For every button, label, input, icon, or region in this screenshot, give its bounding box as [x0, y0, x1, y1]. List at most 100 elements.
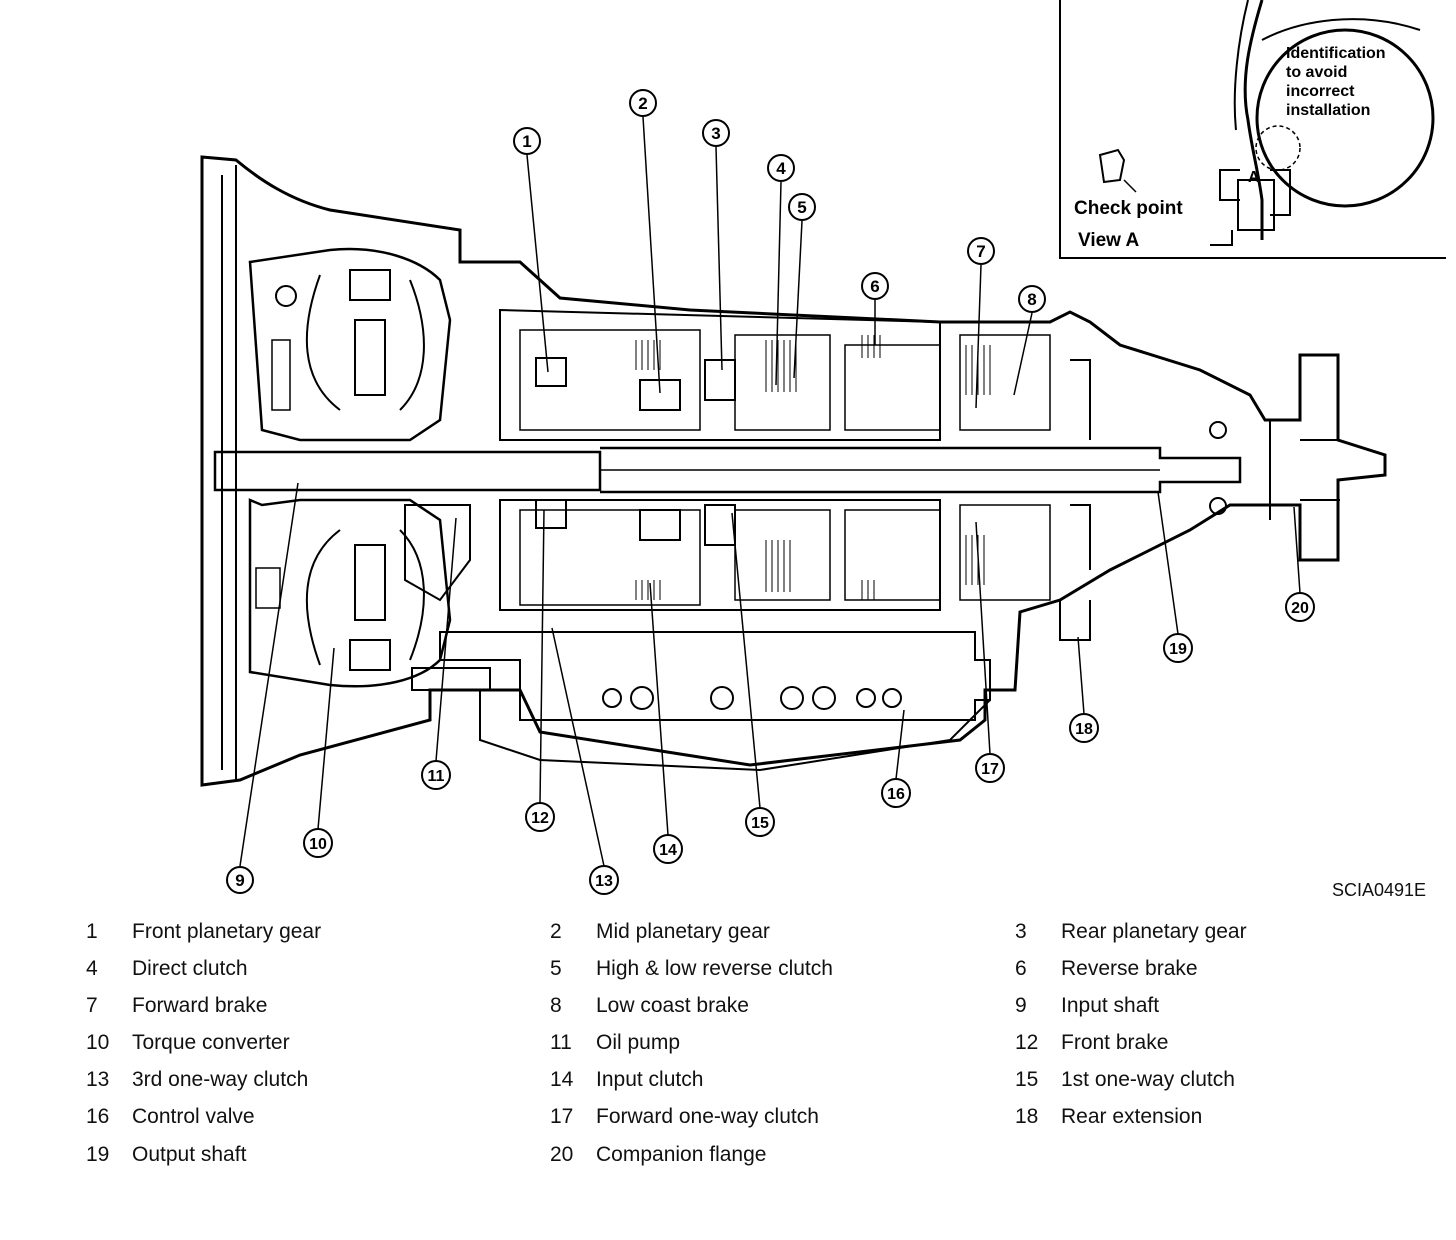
legend-number: 13	[86, 1068, 110, 1091]
legend-number: 8	[550, 994, 562, 1017]
legend-number: 19	[86, 1143, 110, 1166]
callout-17: 17	[975, 753, 1005, 783]
view-a-label: View A	[1078, 230, 1140, 251]
valve-bores	[602, 686, 902, 710]
legend-label: Forward brake	[132, 994, 268, 1017]
legend-label: Output shaft	[132, 1143, 247, 1166]
callout-4-number: 4	[776, 159, 786, 178]
legend-number: 12	[1015, 1031, 1039, 1054]
callout-9: 9	[226, 866, 254, 894]
clutch-plates	[635, 335, 991, 600]
legend-label: Input shaft	[1061, 994, 1160, 1017]
legend-label: Forward one-way clutch	[596, 1105, 819, 1128]
legend-label: Control valve	[132, 1105, 255, 1128]
figure-code: SCIA0491E	[1332, 880, 1427, 900]
callout-6: 6	[861, 272, 889, 300]
inset-magnifier-circle	[1255, 28, 1435, 208]
callout-7-number: 7	[976, 242, 985, 261]
legend-number: 18	[1015, 1105, 1039, 1128]
control-valve-body	[439, 631, 991, 721]
callout-14-number: 14	[659, 842, 677, 859]
callout-2-number: 2	[638, 94, 647, 113]
legend-number: 15	[1015, 1068, 1039, 1091]
torque-converter-upper	[248, 247, 452, 442]
legend-number: 11	[550, 1031, 572, 1054]
legend-label: Reverse brake	[1061, 957, 1198, 980]
callout-19-number: 19	[1169, 641, 1187, 658]
oil-pump-body	[404, 504, 471, 602]
transmission-body	[200, 155, 1387, 787]
callout-5: 5	[788, 193, 816, 221]
companion-flange	[1269, 420, 1340, 520]
inset-view-a: A Identification to avoid incorrect inst…	[1059, 0, 1446, 259]
legend-label: Input clutch	[596, 1068, 704, 1091]
inset-note-line-2: to avoid	[1286, 64, 1347, 81]
legend-number: 20	[550, 1143, 574, 1166]
callout-12-number: 12	[531, 810, 549, 827]
check-point-label: Check point	[1074, 198, 1183, 219]
legend-label: Companion flange	[596, 1143, 767, 1166]
input-shaft	[213, 450, 602, 492]
inset-note: Identification to avoid incorrect instal…	[1286, 45, 1386, 119]
callout-10-number: 10	[309, 836, 327, 853]
callout-11-number: 11	[428, 768, 445, 785]
rear-extension	[1059, 359, 1091, 641]
inset-marker-a: A	[1248, 169, 1260, 186]
legend-label: Front planetary gear	[132, 920, 322, 943]
transmission-cutaway-diagram: A Identification to avoid incorrect inst…	[200, 0, 1446, 895]
callout-13: 13	[589, 865, 619, 895]
callout-19: 19	[1163, 633, 1193, 663]
callout-1-number: 1	[522, 132, 531, 151]
callout-17-number: 17	[981, 761, 999, 778]
callout-8: 8	[1018, 285, 1046, 313]
callout-3: 3	[702, 119, 730, 147]
legend-number: 3	[1015, 920, 1027, 943]
callout-18: 18	[1069, 713, 1099, 743]
callout-4: 4	[767, 154, 795, 182]
inset-housing-curve	[1243, 0, 1264, 240]
callout-15: 15	[745, 807, 775, 837]
callout-20: 20	[1285, 592, 1315, 622]
callout-20-number: 20	[1291, 600, 1309, 617]
legend-label: Torque converter	[132, 1031, 290, 1054]
legend-number: 1	[86, 920, 98, 943]
torque-converter-lower	[248, 498, 452, 688]
callout-3-number: 3	[711, 124, 720, 143]
callout-9-number: 9	[235, 871, 244, 890]
callout-10: 10	[303, 828, 333, 858]
callout-14: 14	[653, 834, 683, 864]
legend-label: Low coast brake	[596, 994, 749, 1017]
callouts: 1 2 3 4 5 6 7 8 9 10 11 12 13 14 15 16 1…	[226, 89, 1315, 895]
legend-number: 14	[550, 1068, 574, 1091]
bell-housing	[200, 155, 1387, 787]
legend-number: 7	[86, 994, 98, 1017]
legend-label: Front brake	[1061, 1031, 1169, 1054]
legend-label: 1st one-way clutch	[1061, 1068, 1235, 1091]
legend-label: Direct clutch	[132, 957, 248, 980]
legend-label: Rear extension	[1061, 1105, 1203, 1128]
callout-1: 1	[513, 127, 541, 155]
callout-7: 7	[967, 237, 995, 265]
inset-note-line-3: incorrect	[1286, 83, 1355, 100]
callout-13-number: 13	[595, 873, 613, 890]
callout-6-number: 6	[870, 277, 879, 296]
check-point-symbol	[1098, 148, 1126, 184]
inset-detail-circle	[1255, 125, 1301, 171]
legend-number: 6	[1015, 957, 1027, 980]
legend-label: Rear planetary gear	[1061, 920, 1247, 943]
legend-number: 16	[86, 1105, 110, 1128]
legend-label: High & low reverse clutch	[596, 957, 833, 980]
legend-number: 2	[550, 920, 562, 943]
gear-housing-upper	[499, 308, 941, 441]
callout-5-number: 5	[797, 198, 806, 217]
callout-12: 12	[525, 802, 555, 832]
legend-label: 3rd one-way clutch	[132, 1068, 309, 1091]
callout-18-number: 18	[1075, 721, 1093, 738]
legend-label: Mid planetary gear	[596, 920, 770, 943]
parts-legend: 1 Front planetary gear 2 Mid planetary gea…	[0, 915, 1456, 1185]
inset-note-line-1: Identification	[1286, 45, 1386, 62]
legend-number: 5	[550, 957, 562, 980]
output-shaft	[600, 446, 1242, 494]
callout-15-number: 15	[751, 815, 769, 832]
oil-pan	[479, 690, 991, 772]
